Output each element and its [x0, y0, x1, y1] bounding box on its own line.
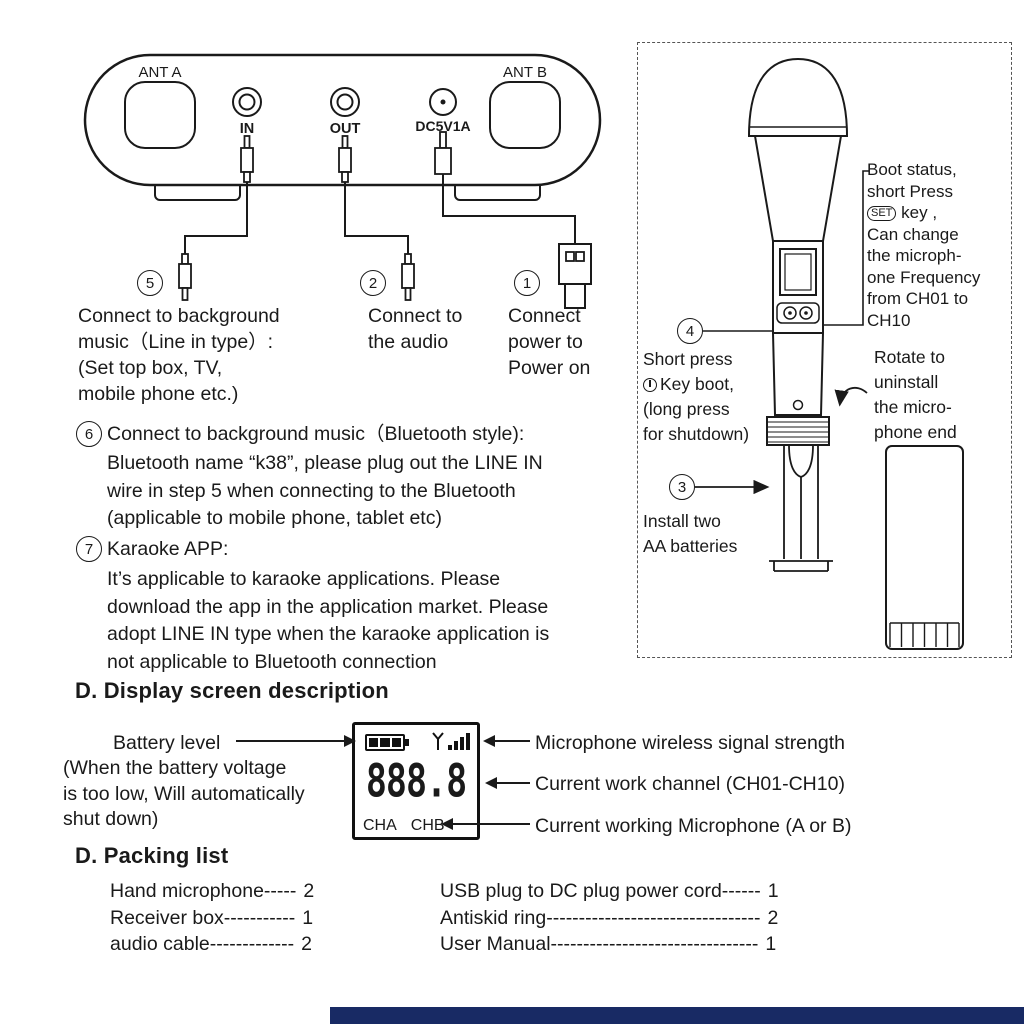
battery-level-label: Battery level [113, 732, 221, 754]
working-mic-arrow-line [452, 823, 530, 825]
out-label: OUT [330, 121, 361, 137]
packing-item-receiver-box: Receiver box----------- 1 [110, 907, 313, 930]
packing-item-qty: 2 [301, 933, 313, 955]
step4-text-3: (long press for shutdown) [643, 399, 750, 444]
signal-arrow-head [483, 735, 495, 747]
mic-display-module [772, 240, 824, 334]
packing-item-hand-microphone: Hand microphone----- 2 [110, 880, 314, 903]
battery-arrow-line [236, 740, 344, 742]
step5-caption: Connect to background music（Line in type… [78, 305, 280, 405]
working-mic-arrow-head [441, 818, 453, 830]
signal-label: Microphone wireless signal strength [535, 732, 845, 754]
step4-number: 4 [677, 318, 703, 344]
step7-body: It’s applicable to karaoke applications.… [107, 568, 550, 673]
packing-item-audio-cable: audio cable------------- 2 [110, 933, 312, 956]
step3-number: 3 [669, 474, 695, 500]
step6-title: Connect to background music（Bluetooth st… [107, 423, 525, 445]
mic-body-taper [753, 135, 843, 242]
antenna-b-shape [489, 81, 561, 149]
boot-callout-bracket [824, 170, 869, 326]
battery-icon [365, 734, 409, 751]
packing-item-name: audio cable------------- [110, 933, 295, 955]
boot-callout-text-3: Can change the microph- one Frequency fr… [867, 224, 981, 330]
in-label: IN [240, 121, 255, 137]
step1-number: 1 [514, 270, 540, 296]
display-section-heading: D. Display screen description [75, 678, 389, 703]
lcd-screen: 888.8 CHA CHB [352, 722, 480, 840]
mic-thread-ring [766, 416, 830, 446]
channel-digits: 888.8 [365, 756, 467, 808]
step6-number: 6 [76, 421, 102, 447]
packing-item-name: Antiskid ring---------------------------… [440, 907, 761, 929]
dc-label: DC5V1A [415, 118, 470, 134]
mic-lower-body [771, 332, 825, 416]
packing-item-name: User Manual-----------------------------… [440, 933, 759, 955]
packing-item-usb-power-cord: USB plug to DC plug power cord------ 1 [440, 880, 779, 903]
step4-callout: Short press Key boot, (long press for sh… [643, 347, 763, 447]
line-in-cable [178, 135, 254, 301]
receiver-diagram: ANT A ANT B IN OUT DC5V1A [83, 53, 602, 309]
set-key-icon: SET [867, 206, 897, 221]
packing-heading: D. Packing list [75, 843, 229, 868]
signal-strength-icon [432, 732, 470, 750]
out-jack [330, 87, 360, 117]
packing-item-qty: 1 [765, 933, 777, 955]
power-cable [434, 131, 592, 309]
step5-number: 5 [137, 270, 163, 296]
step4-text-2: Key boot, [660, 374, 734, 394]
boot-status-callout: Boot status, short Press SET key , Can c… [867, 159, 1012, 331]
channel-label: Current work channel (CH01-CH10) [535, 773, 845, 795]
packing-item-user-manual: User Manual-----------------------------… [440, 933, 776, 956]
working-mic-label: Current working Microphone (A or B) [535, 815, 852, 837]
microphone-diagram [695, 57, 964, 650]
antenna-a-shape [124, 81, 196, 149]
aa-battery [885, 445, 964, 650]
boot-callout-text-2: key , [901, 203, 938, 222]
ant-a-label: ANT A [138, 64, 181, 81]
microphone-panel: Boot status, short Press SET key , Can c… [637, 42, 1012, 658]
battery-arrow-head [344, 735, 356, 747]
mic-body-dot [792, 399, 804, 411]
rotate-arrow-icon [834, 386, 868, 407]
step3-callout: Install two AA batteries [643, 511, 738, 556]
step4-text-1: Short press [643, 349, 733, 369]
boot-callout-text-1: Boot status, short Press [867, 160, 957, 201]
power-icon [643, 378, 657, 392]
packing-item-qty: 1 [302, 907, 314, 929]
mic-battery-slot [769, 444, 833, 572]
mic-head [747, 57, 849, 137]
cha-label: CHA [363, 817, 397, 834]
rotate-callout: Rotate to uninstall the micro- phone end [874, 347, 957, 442]
step7-title: Karaoke APP: [107, 538, 229, 560]
audio-out-cable [338, 135, 415, 301]
packing-item-qty: 1 [767, 880, 779, 902]
dc-jack [429, 88, 457, 116]
packing-item-name: USB plug to DC plug power cord------ [440, 880, 761, 902]
packing-item-name: Receiver box----------- [110, 907, 296, 929]
step2-number: 2 [360, 270, 386, 296]
packing-item-name: Hand microphone----- [110, 880, 297, 902]
battery-note: (When the battery voltage is too low, Wi… [63, 757, 305, 830]
signal-arrow-line [494, 740, 530, 742]
channel-arrow-line [496, 782, 530, 784]
bottom-accent-bar [330, 1007, 1024, 1024]
in-jack [232, 87, 262, 117]
ant-b-label: ANT B [503, 64, 547, 81]
step7-number: 7 [76, 536, 102, 562]
step2-caption: Connect to the audio [368, 305, 463, 353]
receiver-body [83, 53, 602, 187]
packing-item-qty: 2 [303, 880, 315, 902]
packing-item-antiskid-ring: Antiskid ring---------------------------… [440, 907, 778, 930]
step6-body: Bluetooth name “k38”, please plug out th… [107, 452, 543, 529]
channel-arrow-head [485, 777, 497, 789]
packing-item-qty: 2 [767, 907, 779, 929]
chb-label: CHB [410, 817, 445, 834]
step1-caption: Connect power to Power on [508, 305, 591, 379]
